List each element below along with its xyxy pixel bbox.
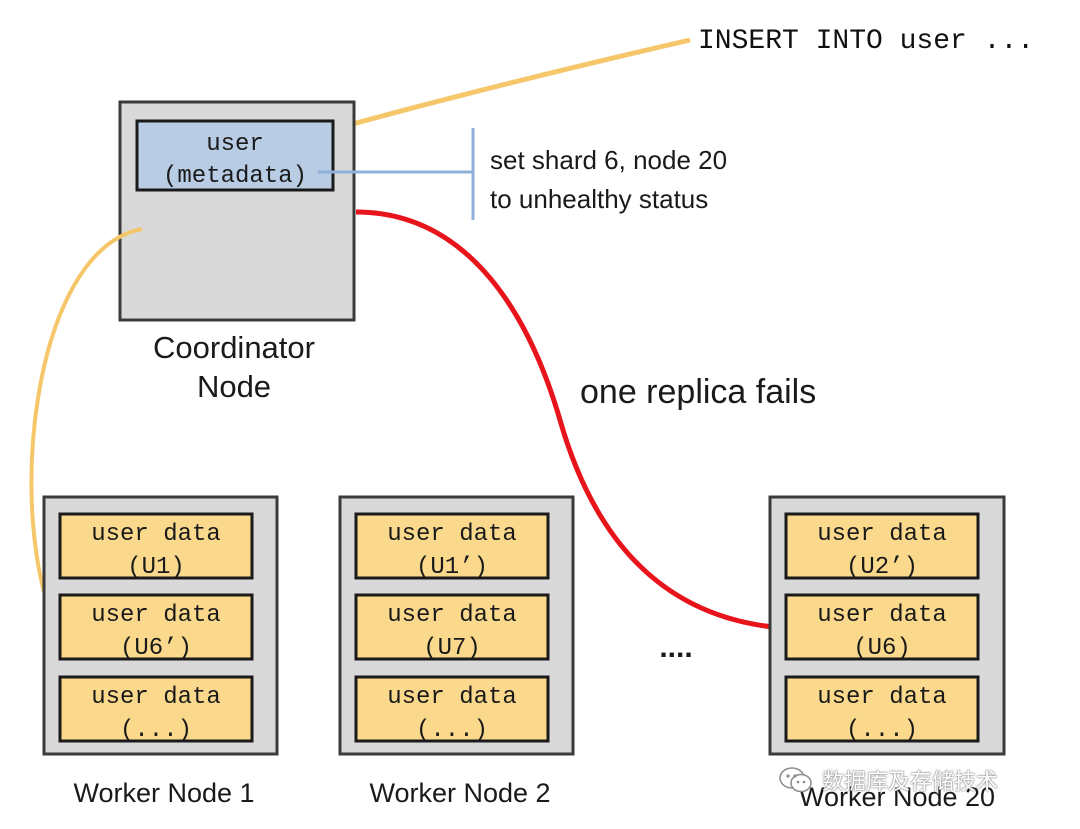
shard-label: user data — [91, 684, 221, 711]
shard-id: (U7) — [423, 635, 481, 662]
shard-label: user data — [817, 684, 947, 711]
shard-box — [58, 512, 254, 580]
coordinator-label-line2: Node — [197, 369, 271, 404]
worker-node-1: user data (U1) user data (U6’) user data… — [42, 495, 279, 808]
failure-label: one replica fails — [580, 373, 816, 411]
insert-arrow — [336, 37, 691, 132]
shard-label: user data — [91, 521, 221, 548]
shard-label: user data — [387, 602, 517, 629]
shard-id: (U1’) — [416, 554, 488, 581]
shard-box — [354, 593, 550, 661]
shard-box — [784, 512, 980, 580]
shard-id: (...) — [416, 717, 488, 744]
shard-id: (...) — [120, 717, 192, 744]
failure-arrow — [355, 209, 785, 635]
shard-label: user data — [387, 684, 517, 711]
metadata-label-line2: (metadata) — [163, 163, 307, 190]
shard-id: (...) — [846, 717, 918, 744]
coordinator-node: user (metadata) Coordinator Node — [118, 100, 356, 404]
worker-label: Worker Node 2 — [369, 778, 550, 808]
shard-id: (U6) — [853, 635, 911, 662]
shard-id: (U1) — [127, 554, 185, 581]
shard-label: user data — [817, 602, 947, 629]
shard-box — [58, 593, 254, 661]
more-workers-ellipsis: .... — [659, 631, 692, 664]
shard-label: user data — [387, 521, 517, 548]
worker-label: Worker Node 20 — [799, 782, 995, 812]
shard-id: (U6’) — [120, 635, 192, 662]
shard-label: user data — [91, 602, 221, 629]
replica-insert-arrow — [29, 227, 143, 630]
shard-id: (U2’) — [846, 554, 918, 581]
shard-box — [58, 675, 254, 743]
shard-box — [784, 675, 980, 743]
shard-box — [354, 675, 550, 743]
coordinator-label-line1: Coordinator — [153, 330, 315, 365]
worker-node-20: user data (U2’) user data (U6) user data… — [768, 495, 1006, 812]
shard-box — [784, 593, 980, 661]
shard-box — [354, 512, 550, 580]
annotation-line2: to unhealthy status — [490, 184, 708, 214]
metadata-box — [135, 119, 335, 192]
worker-label: Worker Node 1 — [73, 778, 254, 808]
shard-label: user data — [817, 521, 947, 548]
worker-node-2: user data (U1’) user data (U7) user data… — [338, 495, 575, 808]
sql-statement: INSERT INTO user ... — [698, 26, 1034, 57]
annotation-line1: set shard 6, node 20 — [490, 145, 727, 175]
metadata-label-line1: user — [206, 131, 264, 158]
